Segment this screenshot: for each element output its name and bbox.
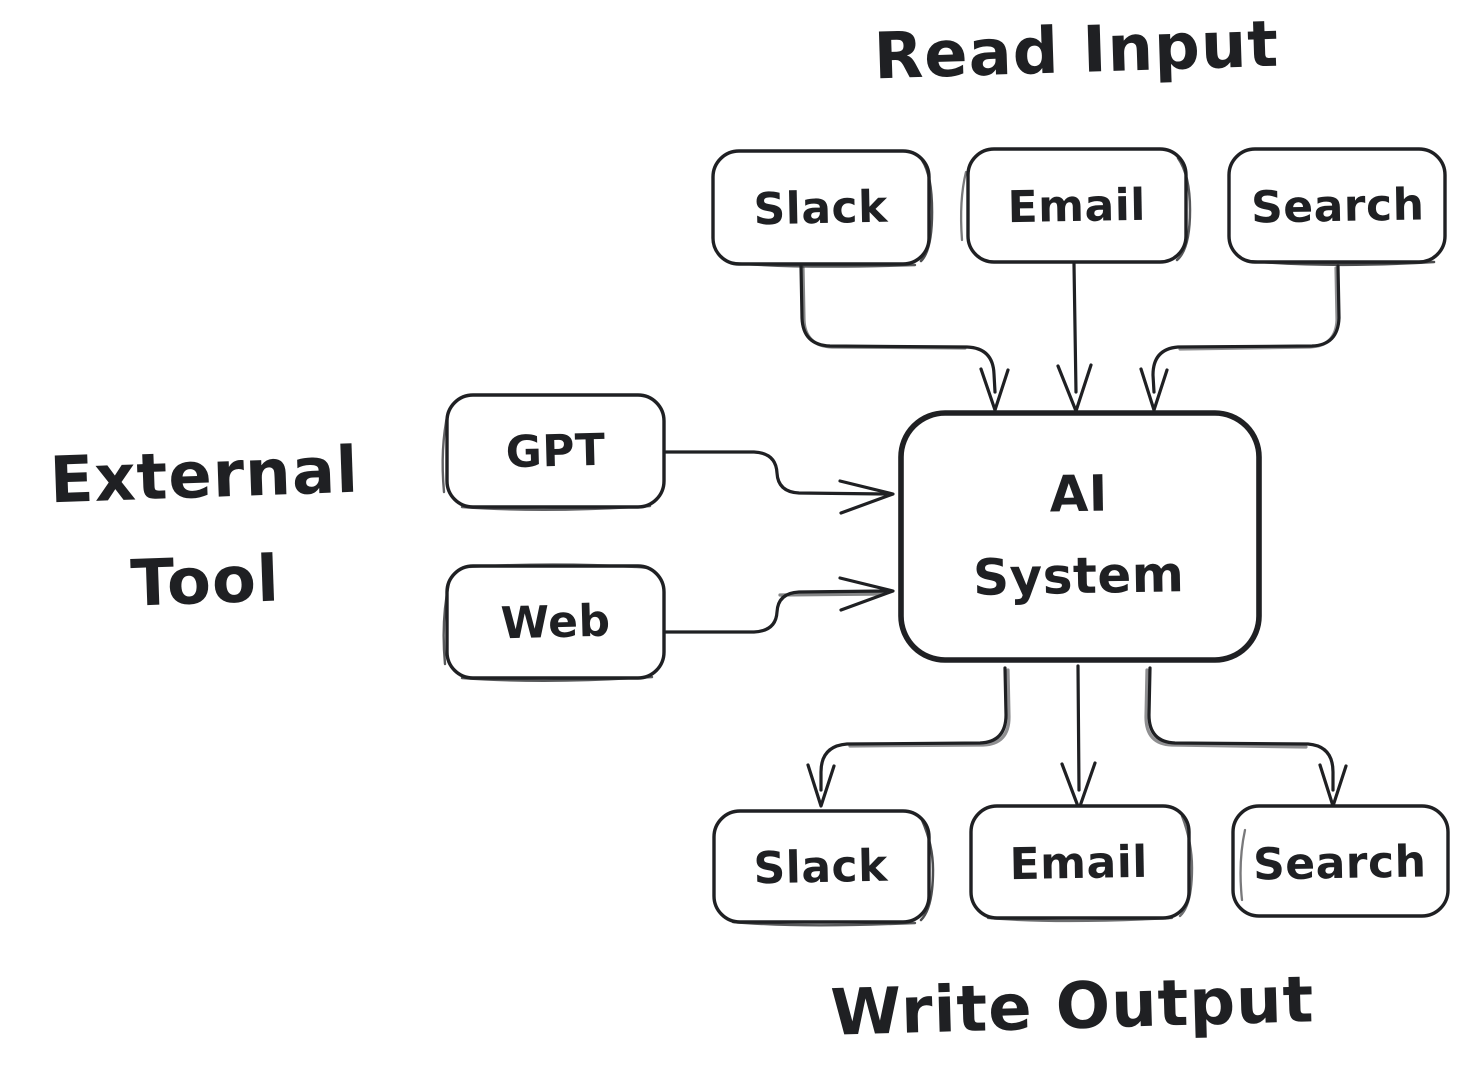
node-input-search-label: Search xyxy=(1251,179,1425,233)
edge-slack-in-sketch xyxy=(801,266,967,350)
node-tool-web-sketch-stroke xyxy=(442,581,451,666)
node-tool-web-label: Web xyxy=(500,596,611,650)
node-input-slack-label: Slack xyxy=(753,182,890,236)
arrowhead-gpt-in xyxy=(838,479,895,515)
node-output-slack-sketch-stroke-2 xyxy=(731,920,917,927)
node-output-search-shape xyxy=(1231,804,1450,918)
node-tool-web-sketch-stroke-2 xyxy=(460,675,654,682)
node-output-email-shape xyxy=(969,804,1191,920)
node-input-search[interactable]: Search xyxy=(1227,147,1447,267)
node-input-email-shape xyxy=(966,147,1188,264)
node-output-email[interactable]: Email xyxy=(969,804,1194,923)
edge-slack-out xyxy=(819,666,1008,792)
node-output-search-label: Search xyxy=(1253,836,1427,890)
edge-slack-in xyxy=(799,264,997,394)
edge-email-out xyxy=(1076,664,1081,792)
node-input-email[interactable]: Email xyxy=(959,147,1192,264)
node-input-slack-sketch-stroke xyxy=(919,158,934,263)
node-tool-gpt-sketch-stroke xyxy=(441,410,450,494)
node-tool-gpt-label: GPT xyxy=(505,425,606,479)
node-input-email-sketch-stroke-2 xyxy=(959,170,968,242)
node-tool-web-sketch-stroke-3 xyxy=(468,563,650,570)
node-output-search[interactable]: Search xyxy=(1231,804,1450,918)
edge-gpt-in xyxy=(664,450,888,496)
edge-search-in-sketch xyxy=(1178,266,1339,351)
edge-web-in xyxy=(664,589,888,634)
node-output-email-sketch-stroke-2 xyxy=(986,916,1174,923)
node-output-email-label: Email xyxy=(1009,837,1148,890)
node-input-slack-sketch-stroke-2 xyxy=(731,261,917,268)
node-output-slack[interactable]: Slack xyxy=(712,809,935,927)
node-output-slack-sketch-stroke xyxy=(919,818,935,922)
node-output-slack-shape xyxy=(712,809,931,924)
node-tool-gpt-sketch-stroke-2 xyxy=(460,504,652,511)
arrowhead-slack-in xyxy=(979,367,1010,412)
arrowhead-slack-out xyxy=(806,763,836,808)
edge-search-out xyxy=(1147,666,1335,792)
node-output-search-sketch-stroke xyxy=(1239,828,1247,902)
node-ai-system-label-line2: System xyxy=(973,545,1185,607)
edge-search-in xyxy=(1151,264,1341,394)
node-input-search-shape xyxy=(1227,147,1447,264)
edge-email-in xyxy=(1072,262,1078,394)
node-tool-gpt-shape xyxy=(445,393,666,509)
section-label-read-input: Read Input xyxy=(873,8,1280,95)
node-ai-system-label-line1: AI xyxy=(1049,464,1108,523)
node-output-slack-label: Slack xyxy=(753,841,890,895)
section-label-external-tool-line2: Tool xyxy=(130,542,282,621)
node-input-search-sketch-stroke xyxy=(1246,259,1436,267)
node-tool-web-shape xyxy=(445,564,666,680)
node-tool-gpt[interactable]: GPT xyxy=(441,393,666,511)
arrowhead-search-in xyxy=(1139,367,1169,412)
edge-search-out-sketch xyxy=(1144,668,1308,749)
section-label-external-tool-line1: External xyxy=(48,434,360,519)
node-output-email-sketch-stroke xyxy=(1178,814,1194,918)
node-input-slack[interactable]: Slack xyxy=(711,149,934,268)
node-ai-system-shape xyxy=(898,410,1262,663)
node-input-email-label: Email xyxy=(1007,180,1146,233)
arrowhead-web-in xyxy=(838,576,895,612)
edge-slack-out-sketch xyxy=(848,668,1011,748)
node-ai-system[interactable]: AI System xyxy=(898,410,1262,663)
node-input-email-sketch-stroke xyxy=(1175,156,1192,262)
edge-web-in-sketch xyxy=(778,592,886,597)
node-tool-web[interactable]: Web xyxy=(442,563,666,682)
node-input-slack-shape xyxy=(711,149,931,266)
section-label-write-output: Write Output xyxy=(830,963,1316,1050)
